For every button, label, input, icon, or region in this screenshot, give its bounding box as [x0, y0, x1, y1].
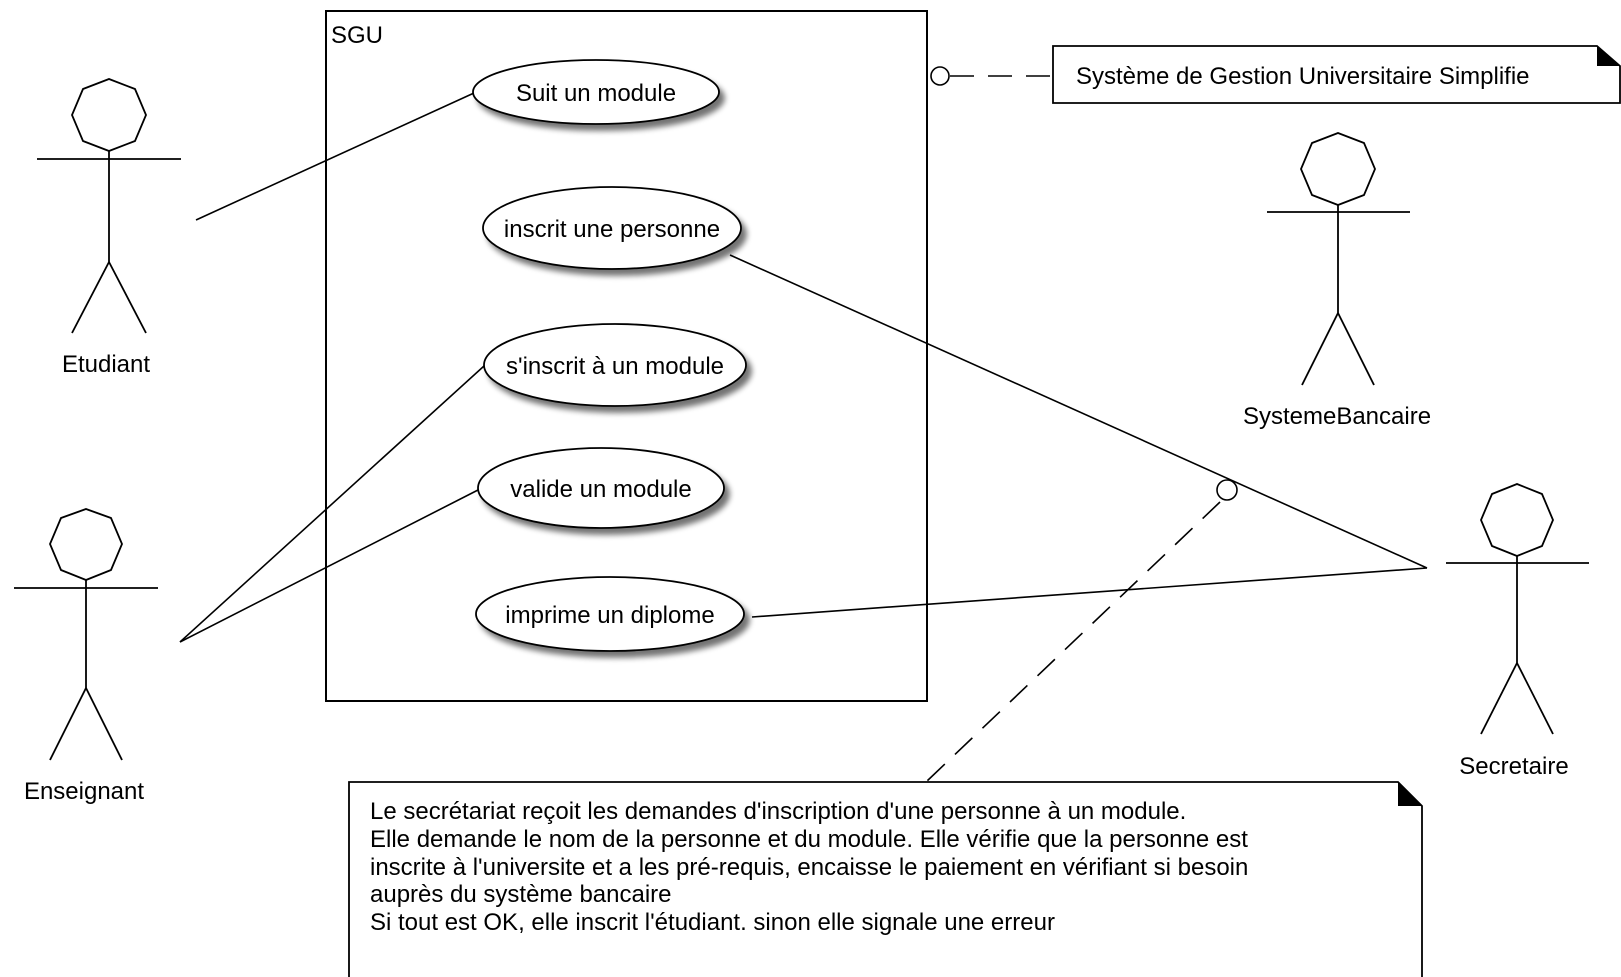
association-etudiant-suit-module[interactable] [195, 92, 475, 221]
system-note-anchor [930, 66, 950, 86]
actor-secretaire[interactable]: Secretaire [1446, 483, 1589, 780]
association-enseignant-valide-module[interactable] [179, 489, 479, 643]
system-note-text: Système de Gestion Universitaire Simplif… [1076, 63, 1530, 90]
secretariat-note[interactable]: Le secrétariat reçoit les demandes d'ins… [348, 781, 1423, 977]
actor-label: SystemeBancaire [1243, 403, 1431, 430]
actor-label: Secretaire [1459, 753, 1568, 780]
association-enseignant-sinscrit-module[interactable] [179, 365, 485, 643]
secretariat-note-anchor [1216, 479, 1238, 501]
actor-etudiant[interactable]: Etudiant [37, 78, 181, 378]
use-case-label: imprime un diplome [505, 602, 714, 629]
use-case-inscrit-personne[interactable]: inscrit une personne [482, 186, 742, 270]
note-connectors [925, 66, 1238, 783]
note-line-1: Le secrétariat reçoit les demandes d'ins… [370, 798, 1186, 825]
system-name: SGU [331, 22, 383, 49]
use-case-sinscrit-module[interactable]: s'inscrit à un module [483, 323, 747, 407]
association-secretaire-imprime-diplome[interactable] [751, 567, 1428, 618]
use-case-valide-module[interactable]: valide un module [477, 447, 725, 529]
system-note[interactable]: Système de Gestion Universitaire Simplif… [1052, 45, 1621, 104]
use-case-suit-module[interactable]: Suit un module [472, 59, 720, 125]
note-line-3: inscrite à l'universite et a les pré-req… [370, 854, 1248, 881]
use-case-imprime-diplome[interactable]: imprime un diplome [475, 576, 745, 652]
actor-label: Enseignant [24, 778, 144, 805]
associations [179, 92, 1428, 643]
note-line-4: auprès du système bancaire [370, 881, 672, 908]
association-secretaire-inscrit-personne[interactable] [729, 254, 1428, 569]
actor-systeme-bancaire[interactable]: SystemeBancaire [1243, 132, 1431, 430]
use-case-label: Suit un module [516, 80, 676, 107]
actor-enseignant[interactable]: Enseignant [14, 508, 158, 805]
use-case-label: valide un module [510, 476, 691, 503]
note-line-2: Elle demande le nom de la personne et du… [370, 826, 1248, 853]
secretariat-note-connector [925, 501, 1221, 783]
use-case-label: inscrit une personne [504, 216, 720, 243]
note-line-5: Si tout est OK, elle inscrit l'étudiant.… [370, 909, 1055, 936]
use-case-label: s'inscrit à un module [506, 353, 724, 380]
actor-label: Etudiant [62, 351, 150, 378]
